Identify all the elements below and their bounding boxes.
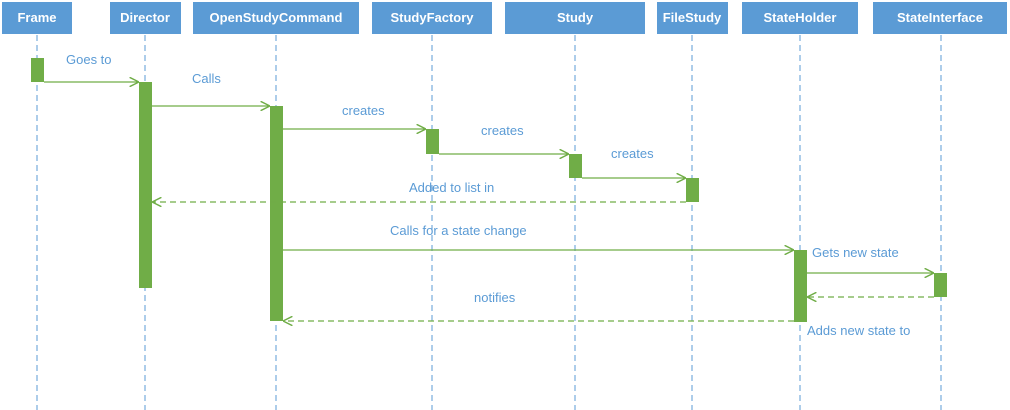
lifeline-state-interface: StateInterface: [873, 2, 1007, 34]
message-adds-new-state-to: Adds new state to: [807, 323, 910, 338]
lifeline-label: StateInterface: [897, 10, 983, 25]
lifeline-study: Study: [505, 2, 645, 34]
message-goes-to: Goes to: [44, 52, 138, 82]
lifeline-open-study-command: OpenStudyCommand: [193, 2, 359, 34]
lifeline-header-box: [742, 2, 858, 34]
lifeline-label: FileStudy: [663, 10, 722, 25]
message-label: creates: [481, 123, 524, 138]
lifeline-header-box: [2, 2, 72, 34]
lifeline-label: StudyFactory: [390, 10, 474, 25]
lifeline-frame: Frame: [2, 2, 72, 34]
lifeline-header-box: [657, 2, 728, 34]
message-creates-3: creates: [582, 146, 685, 178]
lifeline-director: Director: [110, 2, 181, 34]
lifeline-label: Director: [120, 10, 170, 25]
message-creates-1: creates: [283, 103, 425, 129]
lifeline-label: StateHolder: [764, 10, 837, 25]
message-label: Goes to: [66, 52, 112, 67]
lifeline-header-box: [505, 2, 645, 34]
message-gets-new-state: Gets new state: [807, 245, 933, 273]
message-label: notifies: [474, 290, 516, 305]
lifeline-header-box: [110, 2, 181, 34]
message-label: creates: [611, 146, 654, 161]
lifeline-label: OpenStudyCommand: [210, 10, 343, 25]
message-label: Adds new state to: [807, 323, 910, 338]
message-calls-for-state-change: Calls for a state change: [283, 223, 793, 250]
message-notifies: notifies: [284, 290, 794, 321]
message-label: Added to list in: [409, 180, 494, 195]
lifeline-header-box: [873, 2, 1007, 34]
activation-bars: [31, 58, 947, 322]
lifeline-file-study: FileStudy: [657, 2, 728, 34]
activation-state-holder: [794, 250, 807, 322]
message-label: Gets new state: [812, 245, 899, 260]
activation-frame: [31, 58, 44, 82]
message-label: Calls: [192, 71, 221, 86]
message-label: Calls for a state change: [390, 223, 527, 238]
lifeline-state-holder: StateHolder: [742, 2, 858, 34]
activation-study: [569, 154, 582, 178]
lifeline-header-box: [372, 2, 492, 34]
lifeline-label: Study: [557, 10, 594, 25]
activation-director: [139, 82, 152, 288]
message-label: creates: [342, 103, 385, 118]
message-calls: Calls: [152, 71, 269, 106]
activation-state-interface: [934, 273, 947, 297]
activation-open-study-command: [270, 106, 283, 321]
lifeline-header-box: [193, 2, 359, 34]
activation-file-study: [686, 178, 699, 202]
lifeline-label: Frame: [17, 10, 56, 25]
message-creates-2: creates: [439, 123, 568, 154]
lifeline-study-factory: StudyFactory: [372, 2, 492, 34]
activation-study-factory: [426, 129, 439, 154]
message-added-to-list: Added to list in: [153, 180, 686, 202]
